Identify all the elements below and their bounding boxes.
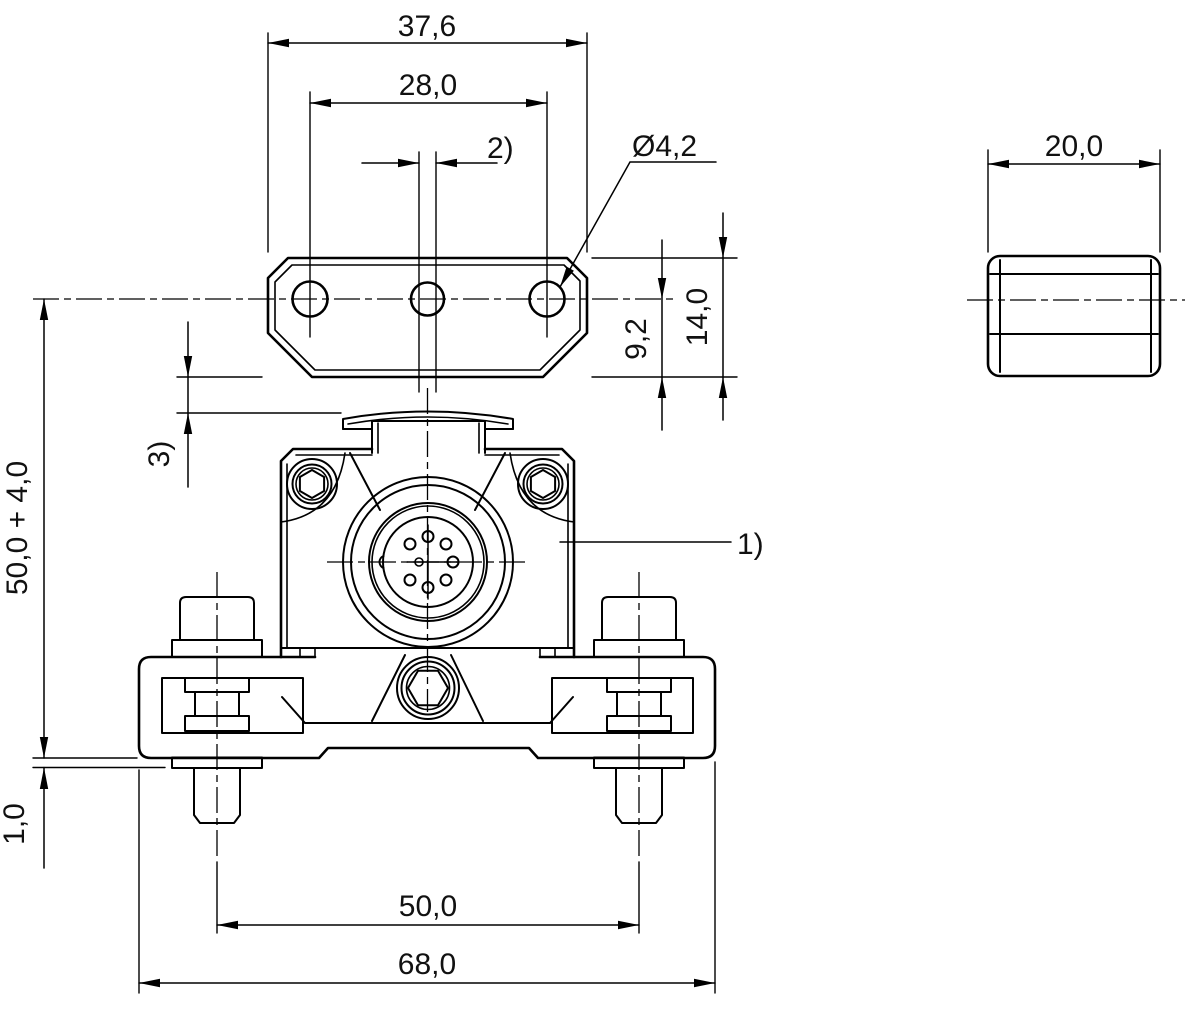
sensor-cap <box>342 410 514 430</box>
front-view-bracket-plate <box>266 256 589 379</box>
connector-boss-edges <box>349 452 506 511</box>
dim-base-width: 68,0 <box>138 761 716 994</box>
dim-hole-diameter: Ø4,2 <box>559 130 717 288</box>
left-bolt-head <box>179 596 255 641</box>
rail-window-left <box>161 677 304 734</box>
m12-connector <box>342 476 514 648</box>
right-stud <box>615 767 663 824</box>
corner-screw-right <box>517 458 569 510</box>
callout-3-label: 3) <box>143 441 176 468</box>
callout-1-label: 1) <box>737 528 764 561</box>
left-stud <box>193 767 241 824</box>
connector-collar-inner <box>377 422 480 454</box>
dim-text-28-0: 28,0 <box>399 69 457 102</box>
dim-mount-height: 50,0 + 4,0 <box>1 298 138 759</box>
right-washer-stack <box>606 677 672 732</box>
right-bolt-flange <box>593 639 685 658</box>
plate-outline <box>266 256 589 379</box>
dim-text-50-4: 50,0 + 4,0 <box>1 461 34 595</box>
body-left <box>279 447 374 659</box>
corner-screw-pockets <box>280 452 575 523</box>
dim-bracket-width: 37,6 <box>267 10 588 253</box>
dim-hole-spacing: 28,0 <box>309 69 548 338</box>
side-view <box>986 254 1162 378</box>
front-view-sensor <box>279 410 576 659</box>
connector-collar <box>371 420 486 454</box>
dim-text-dia-4-2: Ø4,2 <box>632 130 697 163</box>
dim-side-depth: 20,0 <box>987 130 1161 253</box>
connector-keyway <box>378 555 385 569</box>
rail-chamfers <box>281 696 574 724</box>
rail-outline <box>137 655 717 760</box>
sideview-outline <box>986 254 1162 378</box>
plate-hole-center <box>409 281 446 317</box>
dim-text-50-0: 50,0 <box>399 890 457 923</box>
gusset-sides <box>371 654 484 722</box>
dim-hole-to-edge: 9,2 <box>620 239 667 431</box>
dim-callout-3: 3) <box>143 321 342 488</box>
left-bolt-assembly <box>171 596 263 824</box>
body-inner-lines <box>286 454 569 649</box>
right-bolt-assembly <box>593 596 685 824</box>
left-washer-stack <box>184 677 250 732</box>
dim-text-37-6: 37,6 <box>398 10 456 43</box>
plate-inner-outline <box>274 264 581 371</box>
left-bolt-flange <box>171 639 263 658</box>
sensor-cap-inner <box>347 416 509 425</box>
dim-callout-2: 2) <box>361 132 514 393</box>
centerlines <box>33 298 1185 860</box>
dim-text-1-0: 1,0 <box>0 803 31 845</box>
dim-base-offset: 1,0 <box>0 766 166 869</box>
body-foot-steps <box>299 647 556 658</box>
dim-callout-1: 1) <box>559 528 764 561</box>
dim-text-9-2: 9,2 <box>620 318 653 360</box>
dim-bolt-spacing: 50,0 <box>216 861 640 934</box>
body-right <box>483 447 576 659</box>
corner-screw-left <box>286 458 338 510</box>
center-screw <box>396 656 460 720</box>
dim-text-68-0: 68,0 <box>398 948 456 981</box>
left-bottom-plate <box>171 756 263 769</box>
right-bottom-plate <box>593 756 685 769</box>
callout-2-label: 2) <box>487 132 514 165</box>
dim-bracket-height: 14,0 <box>591 212 738 421</box>
connector-pins <box>403 530 460 594</box>
front-view-clamp-rail <box>137 654 717 760</box>
dim-text-14-0: 14,0 <box>681 288 714 346</box>
right-bolt-head <box>601 596 677 641</box>
dim-text-20-0: 20,0 <box>1045 130 1103 163</box>
